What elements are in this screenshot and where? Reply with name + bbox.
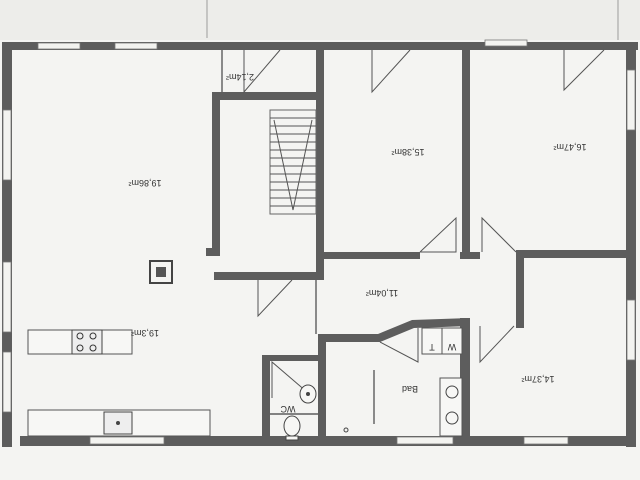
windows: [2, 39, 636, 445]
laundry-box: [421, 327, 463, 355]
paper-shadow-top: [0, 0, 640, 40]
room-label-hall: 11,04m²: [366, 288, 398, 298]
washer-label: W: [447, 342, 456, 352]
room-label-bath: Bad: [402, 384, 418, 394]
inner-walls: [206, 44, 628, 445]
toilet-icon: [283, 415, 301, 441]
drain-icon: [343, 427, 349, 433]
chimney-icon: [149, 260, 173, 284]
dryer-label: T: [429, 342, 435, 352]
room-label-kitchen: 19,3m²: [131, 328, 159, 338]
room-label-living: 19,86m²: [128, 178, 161, 188]
door-swings: [243, 49, 605, 399]
room-label-storage: 2,14m²: [226, 72, 254, 82]
kitchen-counter: [27, 329, 133, 355]
room-label-room-a: 15,38m²: [391, 147, 424, 157]
room-label-room-c: 14,37m²: [521, 374, 554, 384]
thin-lines: [221, 48, 375, 424]
bathtub: [439, 377, 463, 437]
room-label-room-b: 16,47m²: [553, 142, 586, 152]
wc-sink-icon: [299, 384, 317, 404]
room-label-wc: WC: [280, 404, 295, 414]
kitchen-sink: [27, 409, 211, 437]
staircase: [269, 109, 317, 215]
